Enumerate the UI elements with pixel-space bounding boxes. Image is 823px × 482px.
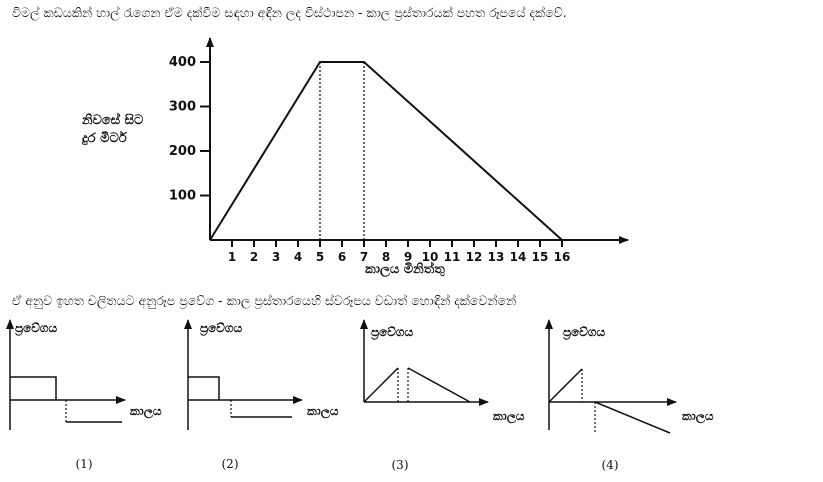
x-tick-label: 9 bbox=[404, 250, 412, 264]
y-tick-label: 200 bbox=[169, 144, 196, 159]
option-2-ylabel: ප්‍රවේගය bbox=[200, 321, 243, 337]
option-4-xlabel: කාලය bbox=[681, 409, 714, 425]
x-tick-label: 4 bbox=[294, 250, 302, 264]
dotted-guide-lines bbox=[319, 62, 365, 240]
y-tick-label: 300 bbox=[169, 100, 196, 115]
x-axis-label: කාලය මිනිත්තු bbox=[365, 260, 445, 278]
option-1-number: (1) bbox=[76, 457, 93, 471]
option-2-xlabel: කාලය bbox=[306, 404, 339, 420]
option-2-graph[interactable]: ප්‍රවේගය කාලය (2) bbox=[184, 319, 339, 471]
option-3-graph[interactable]: ප්‍රවේගය කාලය (3) bbox=[360, 319, 525, 472]
x-tick-label: 13 bbox=[488, 250, 505, 264]
x-tick-label: 2 bbox=[250, 250, 258, 264]
x-tick-label: 7 bbox=[360, 250, 368, 264]
question-intro: විමල් කඩයකින් හාල් රැගෙන ඒම දක්වීම සඳහා … bbox=[12, 5, 567, 21]
option-4-rising-ramp bbox=[548, 368, 583, 403]
option-4-number: (4) bbox=[602, 458, 619, 472]
x-tick-label: 6 bbox=[338, 250, 346, 264]
option-3-falling-ramp bbox=[407, 367, 471, 403]
option-3-ylabel: ප්‍රවේගය bbox=[371, 325, 414, 341]
y-tick-group: 100 200 300 400 bbox=[169, 55, 210, 204]
x-tick-label: 12 bbox=[466, 250, 483, 264]
option-1-curve bbox=[10, 376, 57, 400]
question-prompt: ඒ අනුව ඉහත චලිතයට අනුරූප ප්‍රවේග - කාල ප… bbox=[12, 293, 517, 309]
option-4-graph[interactable]: ප්‍රවේගය කාලය (4) bbox=[545, 319, 714, 472]
y-tick-label: 100 bbox=[169, 189, 196, 204]
option-3-number: (3) bbox=[392, 458, 409, 472]
x-tick-label: 14 bbox=[510, 250, 527, 264]
option-1-ylabel: ප්‍රවේගය bbox=[15, 321, 58, 337]
y-tick-label: 400 bbox=[169, 55, 196, 70]
x-tick-label: 16 bbox=[554, 250, 571, 264]
option-1-xlabel: කාලය bbox=[129, 404, 162, 420]
y-axis-label-line-1: නිවසේ සිට bbox=[81, 111, 144, 128]
x-tick-label: 8 bbox=[382, 250, 390, 264]
x-tick-label: 1 bbox=[228, 250, 236, 264]
x-tick-label: 10 bbox=[422, 250, 439, 264]
x-tick-label: 11 bbox=[444, 250, 461, 264]
y-axis-label-line-2: දුර මීටර් bbox=[82, 130, 128, 146]
option-2-number: (2) bbox=[222, 457, 239, 471]
option-1-graph[interactable]: ප්‍රවේගය කාලය (1) bbox=[5, 319, 162, 471]
option-4-ylabel: ප්‍රවේගය bbox=[563, 325, 606, 341]
series-line bbox=[209, 61, 563, 241]
option-2-curve bbox=[188, 376, 220, 400]
option-4-falling-negative bbox=[594, 401, 671, 434]
x-tick-label: 15 bbox=[532, 250, 549, 264]
x-tick-label: 5 bbox=[316, 250, 324, 264]
option-3-rising-ramp bbox=[363, 367, 399, 403]
x-tick-label: 3 bbox=[272, 250, 280, 264]
option-3-xlabel: කාලය bbox=[492, 409, 525, 425]
